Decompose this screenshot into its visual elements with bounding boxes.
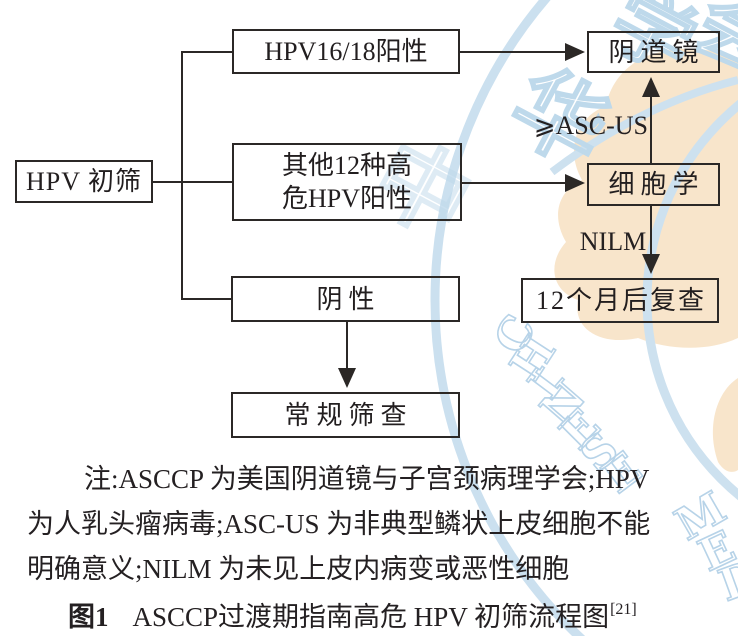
node-label: HPV 初筛 xyxy=(25,167,143,196)
watermark-arc xyxy=(549,76,738,176)
node-label-line1: 其他12种高 xyxy=(281,151,412,180)
node-hpv1618-positive: HPV16/18阳性 xyxy=(232,29,460,74)
watermark-peach-lobe xyxy=(712,378,738,472)
node-negative: 阴性 xyxy=(231,276,460,322)
node-label: 12个月后复查 xyxy=(535,286,706,315)
connector-branch-spine xyxy=(181,51,232,300)
node-label: 阴性 xyxy=(316,284,381,314)
figure-reference: [21] xyxy=(610,601,637,618)
node-label-line2: 危HPV阳性 xyxy=(281,184,412,213)
node-cytology: 细胞学 xyxy=(587,163,720,206)
figure-caption: 图1 ASCCP过渡期指南高危 HPV 初筛流程图[21] xyxy=(68,595,637,634)
node-colposcopy: 阴道镜 xyxy=(587,31,720,73)
node-label: HPV16/18阳性 xyxy=(264,37,428,66)
edge-label-nilm: NILM xyxy=(579,227,647,256)
node-recheck-12-months: 12个月后复查 xyxy=(521,278,719,323)
footnote-line-2: 为人乳头瘤病毒;ASC-US 为非典型鳞状上皮细胞不能 xyxy=(27,509,651,539)
flowchart-connectors xyxy=(153,43,660,388)
watermark-outer-ring xyxy=(430,0,586,636)
watermark-peach-blob xyxy=(554,48,738,348)
node-label: 常规筛查 xyxy=(284,400,413,430)
figure-title: ASCCP过渡期指南高危 HPV 初筛流程图 xyxy=(132,602,610,632)
figure-number: 图1 xyxy=(68,602,109,632)
node-routine-screening: 常规筛查 xyxy=(231,392,460,438)
node-other-12-hr-hpv-positive: 其他12种高 危HPV阳性 xyxy=(232,143,462,221)
node-hpv-primary-screening: HPV 初筛 xyxy=(15,160,153,203)
watermark-inner-ring xyxy=(642,99,738,501)
footnote-line-3: 明确意义;NILM 为未见上皮内病变或恶性细胞 xyxy=(27,554,570,584)
footnote-line-1: 注:ASCCP 为美国阴道镜与子宫颈病理学会;HPV xyxy=(84,464,650,494)
node-label: 细胞学 xyxy=(608,170,705,199)
node-label: 阴道镜 xyxy=(608,37,705,67)
edge-label-asc-us: ⩾ASC-US xyxy=(533,111,648,140)
